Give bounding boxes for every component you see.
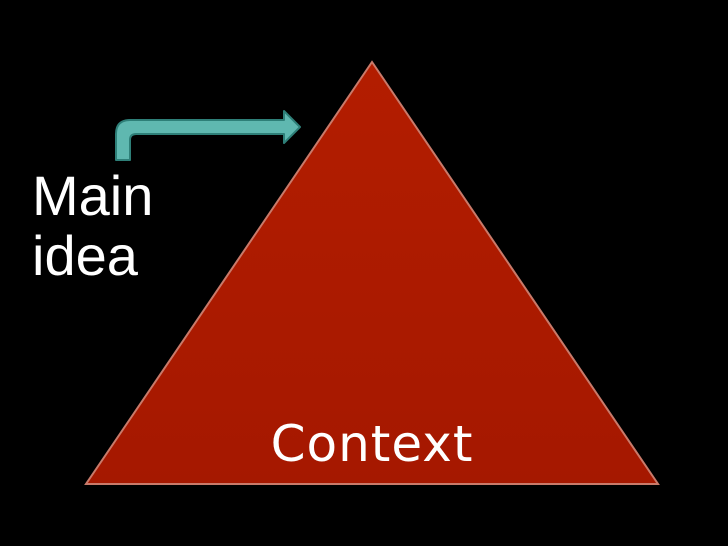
main-idea-label-line1: Main	[32, 164, 154, 227]
main-idea-label: Main idea	[32, 166, 192, 286]
main-idea-label-line2: idea	[32, 224, 138, 287]
context-label: Context	[270, 415, 474, 473]
pyramid-triangle	[84, 60, 660, 485]
bent-arrow-right-icon	[115, 110, 301, 161]
